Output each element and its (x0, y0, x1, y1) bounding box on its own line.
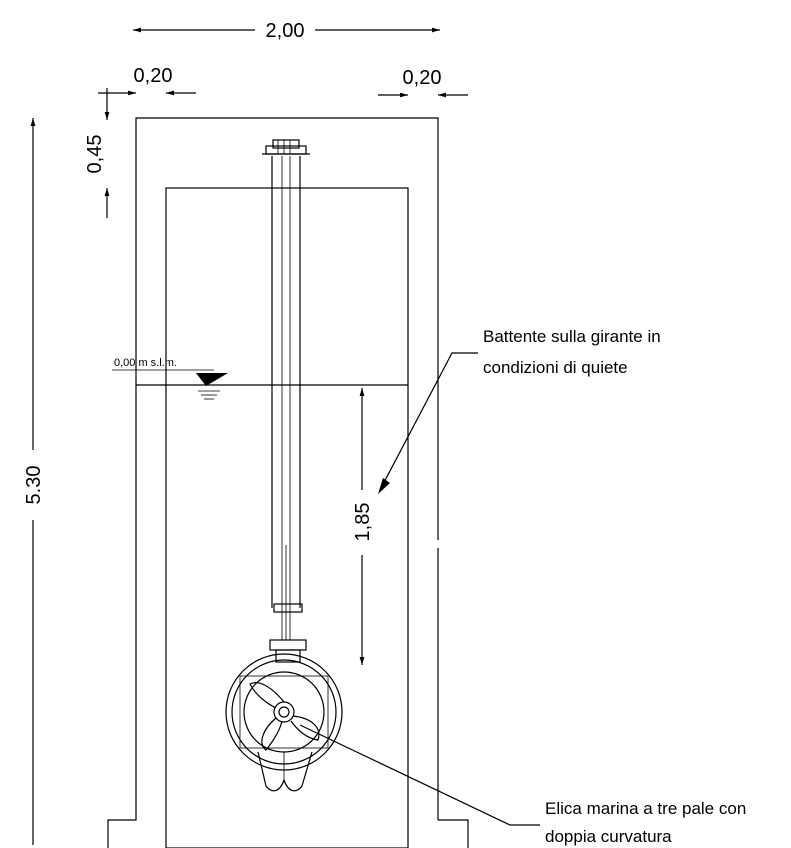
propeller-note-line1: Elica marina a tre pale con (545, 799, 746, 818)
right-wall-dimension: 0,20 (378, 67, 468, 98)
water-level-label: 0,00 m s.l.m. (114, 357, 177, 369)
slab-thickness-label: 0,45 (84, 135, 106, 174)
water-head-label: 1,85 (352, 503, 374, 542)
slab-thickness-dimension: 0,45 (84, 88, 110, 218)
right-wall-label: 0,20 (403, 67, 442, 89)
water-head-dimension: 1,85 (352, 388, 374, 665)
level-triangle-icon (196, 373, 228, 386)
propeller (225, 653, 343, 792)
head-note-leader (378, 352, 478, 494)
head-note-line2: condizioni di quiete (483, 358, 628, 377)
chamber-structure (107, 117, 469, 848)
propeller-note-line2: doppia curvatura (545, 827, 672, 846)
total-height-label: 5.30 (23, 466, 45, 505)
total-height-dimension: 5.30 (23, 118, 45, 845)
left-wall-label: 0,20 (134, 65, 173, 87)
overall-width-label: 2,00 (266, 20, 305, 42)
water-level-marker: 0,00 m s.l.m. (112, 357, 228, 400)
head-note-line1: Battente sulla girante in (483, 327, 661, 346)
overall-width-dimension: 2,00 (133, 20, 440, 42)
propeller-note-leader (299, 724, 540, 826)
mixer-shaft (262, 139, 310, 663)
left-wall-dimension: 0,20 (98, 65, 196, 96)
